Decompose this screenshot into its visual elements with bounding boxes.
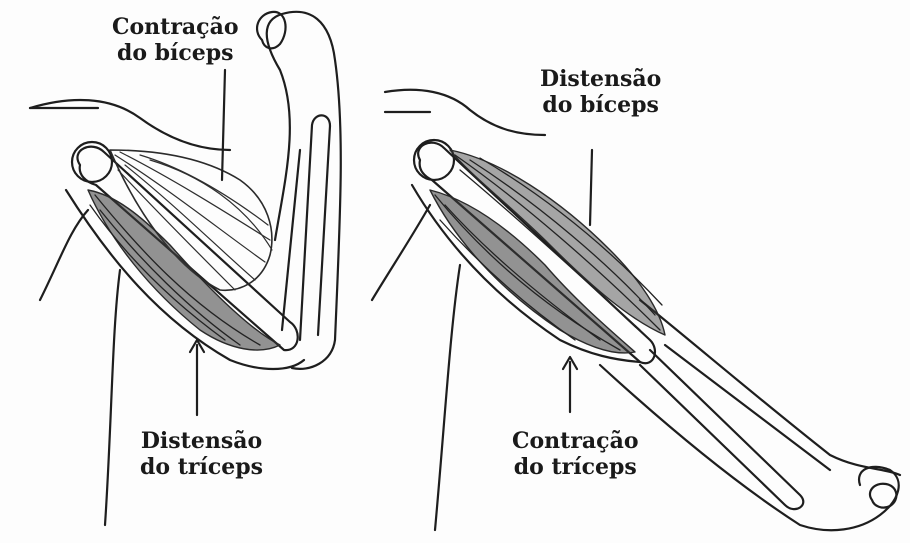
right-torso-outline [372, 205, 430, 300]
right-triceps-label-line2: do tríceps [512, 454, 639, 480]
left-fist [257, 12, 286, 48]
left-biceps-label-line1: Contração [112, 14, 239, 40]
left-radius-bone [300, 115, 330, 340]
right-triceps-label-line1: Contração [512, 428, 639, 454]
right-biceps-pointer [590, 150, 592, 225]
right-triceps-label: Contração do tríceps [512, 428, 639, 480]
right-forearm-upper [640, 300, 900, 475]
left-triceps-label-line1: Distensão [140, 428, 263, 454]
left-triceps-label: Distensão do tríceps [140, 428, 263, 480]
right-humerus-bone [418, 143, 655, 364]
left-torso-outline [40, 210, 88, 300]
right-ulna-bone [665, 345, 830, 470]
right-hand [870, 484, 896, 508]
right-torso-lower [435, 265, 460, 530]
right-biceps-label-line1: Distensão [540, 66, 661, 92]
left-triceps-muscle [88, 190, 280, 350]
left-forearm-outline [267, 12, 341, 369]
right-biceps-label: Distensão do bíceps [540, 66, 661, 118]
left-triceps-label-line2: do tríceps [140, 454, 263, 480]
left-torso-lower [105, 270, 120, 525]
left-biceps-label-line2: do bíceps [112, 40, 239, 66]
right-biceps-label-line2: do bíceps [540, 92, 661, 118]
left-biceps-label: Contração do bíceps [112, 14, 239, 66]
right-radius-bone [640, 350, 803, 509]
left-biceps-pointer [222, 70, 225, 180]
